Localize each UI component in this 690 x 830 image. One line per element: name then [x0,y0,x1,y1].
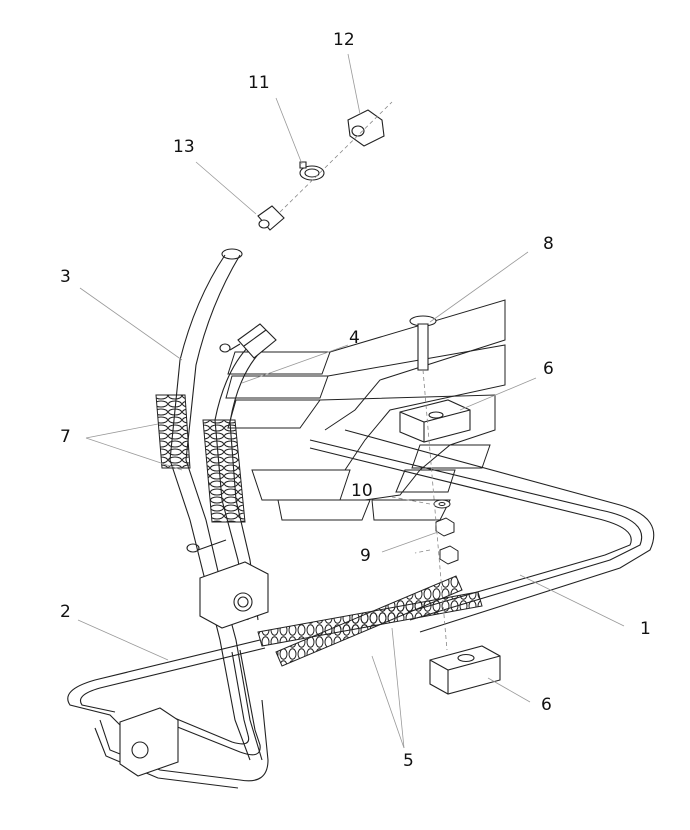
bolt-8 [410,316,436,370]
callout-label-12: 12 [333,30,355,50]
callout-label-8: 8 [543,234,554,254]
callout-label-4: 4 [349,328,360,348]
callout-label-6-upper: 6 [543,359,554,379]
spring-coil-7 [156,395,245,522]
lower-clamp-block [120,708,178,776]
guard-panel-outlines [225,299,506,521]
callout-label-13: 13 [173,137,195,157]
callout-label-2: 2 [60,602,71,622]
protective-coil-5 [258,576,482,666]
callout-label-3: 3 [60,267,71,287]
nut-9 [436,518,458,564]
tube-loop-1 [310,430,654,632]
hose-insert-13 [258,206,284,230]
callout-label-9: 9 [360,546,371,566]
callout-label-6-lower: 6 [541,695,552,715]
hose-clip-11 [300,162,324,180]
callout-label-10: 10 [351,481,373,501]
callout-label-1: 1 [640,619,651,639]
callout-label-11: 11 [248,73,270,93]
hose-fitting-4 [220,324,276,358]
assembly-axis-lines [279,101,448,651]
support-bracket-6-lower [430,646,500,694]
callout-label-5: 5 [403,751,414,771]
callout-label-7: 7 [60,427,71,447]
hose-clamp-bracket [187,540,268,628]
washer-10 [434,500,450,508]
support-bracket-6-upper [400,400,470,442]
callout-leader-lines [77,53,625,749]
